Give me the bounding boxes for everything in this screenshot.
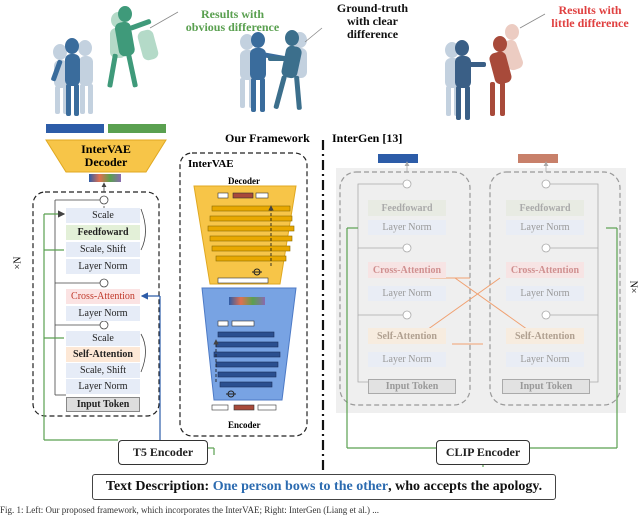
vae-skip-arrows	[213, 205, 274, 382]
header-intergen: InterGen [13]	[332, 131, 403, 145]
annotation-ground-truth: Ground-truth with clear difference	[336, 1, 409, 41]
ours-block-cross-attention: Cross-Attention	[66, 289, 140, 304]
intergen-left-layernorm-2: Layer Norm	[368, 286, 446, 301]
encoder-layer-bar	[215, 361, 279, 368]
decoder-layer-bar	[215, 255, 287, 262]
text-description-box: Text Description: One person bows to the…	[92, 474, 556, 500]
ours-residual-lines	[54, 182, 146, 396]
intergen-right-branch-border	[489, 171, 621, 406]
annotation-obvious-difference: Results with obvious difference	[185, 7, 280, 34]
intergen-right-feedforward: Feedfoward	[506, 200, 584, 216]
intergen-residuals	[357, 161, 599, 383]
decoder-layer-bar	[211, 245, 291, 252]
person1-token-bar	[46, 124, 104, 133]
caption-fragment: Fig. 1: Left: Our proposed framework, wh…	[0, 505, 379, 515]
intervae-border	[179, 152, 308, 437]
intergen-left-input-token: Input Token	[368, 379, 456, 394]
ours-block-scale-top: Scale	[66, 208, 140, 223]
intervae-title: InterVAE	[188, 158, 234, 170]
intergen-right-input-token: Input Token	[502, 379, 590, 394]
intervae-latent-bar	[229, 297, 265, 305]
annotation-little-difference: Results with little difference	[551, 3, 629, 30]
encoder-layer-bar	[219, 381, 273, 388]
ours-block-self-attention: Self-Attention	[66, 347, 140, 362]
ours-block-input-token: Input Token	[66, 397, 140, 412]
result-motion-figures-right	[445, 13, 546, 120]
ours-block-scale-shift-top: Scale, Shift	[66, 242, 140, 257]
encoder-layer-bar	[215, 341, 279, 348]
intergen-output-bar-red	[518, 154, 558, 163]
text-description-prefix: Text Description:	[105, 479, 213, 494]
vae-io-tokens	[211, 192, 277, 411]
intergen-right-layernorm-3: Layer Norm	[506, 352, 584, 367]
intergen-right-cross-attention: Cross-Attention	[506, 262, 584, 278]
intergen-left-cross-attention: Cross-Attention	[368, 262, 446, 278]
text-description-highlight: One person bows to the other	[212, 479, 389, 494]
header-our-framework: Our Framework	[225, 131, 310, 145]
intergen-right-self-attention: Self-Attention	[506, 328, 584, 344]
intervae-encoder-label: Encoder	[228, 420, 261, 430]
latent-sequence-bar	[89, 174, 121, 182]
intergen-left-layernorm-1: Layer Norm	[368, 220, 446, 235]
intergen-right-layernorm-1: Layer Norm	[506, 220, 584, 235]
ours-block-layernorm-mid: Layer Norm	[66, 306, 140, 321]
encoder-layer-bar	[217, 331, 275, 338]
encoder-layer-bar	[213, 351, 281, 358]
intervae-decoder-shape	[45, 139, 167, 173]
vae-flow-symbols	[226, 268, 262, 398]
t5-conditioning-line	[140, 292, 161, 440]
intergen-right-layernorm-2: Layer Norm	[506, 286, 584, 301]
text-description-suffix: , who accepts the apology.	[388, 479, 543, 494]
decoder-layer-bar	[209, 215, 293, 222]
intergen-left-layernorm-3: Layer Norm	[368, 352, 446, 367]
intergen-left-feedforward: Feedfoward	[368, 200, 446, 216]
encoder-layer-bars	[213, 331, 281, 388]
result-motion-figures-left	[51, 6, 179, 116]
encoder-layer-bar	[217, 371, 277, 378]
ours-block-layernorm-top: Layer Norm	[66, 259, 140, 274]
ours-block-feedforward: Feedfoward	[66, 225, 140, 240]
ours-transformer-block-border	[32, 191, 160, 417]
repeat-label-left: ×N	[12, 256, 24, 270]
person2-token-bar	[108, 124, 166, 133]
ours-block-scale-bottom: Scale	[66, 331, 140, 346]
repeat-label-right: N×	[627, 280, 639, 294]
t5-encoder-box: T5 Encoder	[118, 440, 208, 465]
ours-block-scale-shift-bottom: Scale, Shift	[66, 363, 140, 378]
intervae-decoder-panel	[193, 185, 297, 285]
ground-truth-motion-figures	[240, 27, 323, 112]
decoder-layer-bar	[209, 235, 293, 242]
decoder-layer-bars	[207, 205, 295, 262]
decoder-layer-bar	[211, 205, 291, 212]
ours-block-layernorm-bottom: Layer Norm	[66, 379, 140, 394]
intervae-decoder-title: InterVAE Decoder	[81, 142, 131, 169]
clip-conditioning-lines	[346, 227, 618, 467]
intervae-decoder-label: Decoder	[228, 176, 260, 186]
decoder-layer-bar	[207, 225, 295, 232]
clip-encoder-box: CLIP Encoder	[436, 440, 530, 465]
intergen-output-bar-blue	[378, 154, 418, 163]
text-conditioning-loop	[43, 210, 215, 455]
intergen-left-self-attention: Self-Attention	[368, 328, 446, 344]
intergen-left-branch-border	[339, 171, 471, 406]
